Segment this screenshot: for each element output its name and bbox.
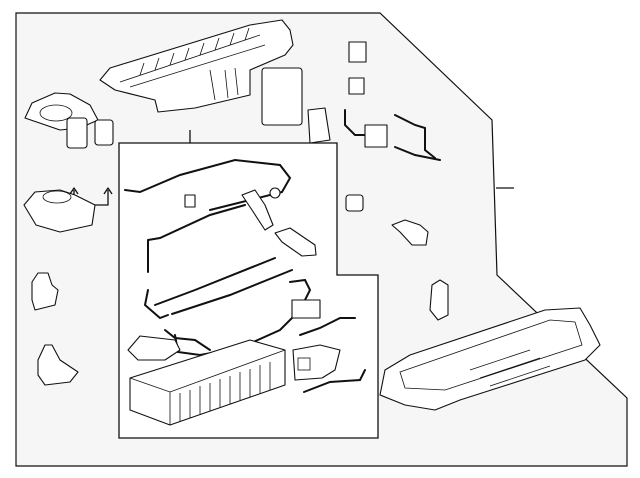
cable-right xyxy=(394,146,441,161)
bracket-mount xyxy=(429,279,449,321)
blower-fan xyxy=(23,189,96,233)
harness-third xyxy=(174,278,312,357)
clip-2 xyxy=(348,77,365,95)
harness-fourth xyxy=(299,317,356,336)
bracket-lower-left xyxy=(37,344,79,386)
vent-hose xyxy=(143,289,169,320)
bracket-right xyxy=(391,219,429,246)
battery-module xyxy=(129,339,286,426)
bus-bar-2 xyxy=(171,269,293,315)
cable-lower xyxy=(303,369,366,393)
sensor-wire xyxy=(164,329,211,351)
seal-2 xyxy=(94,119,114,146)
seal-1 xyxy=(66,117,88,149)
battery-upper-cover xyxy=(99,19,294,113)
battery-tray xyxy=(379,307,601,411)
connector-bracket xyxy=(307,107,331,144)
connector-a xyxy=(184,194,196,208)
control-window xyxy=(297,357,311,371)
fan-duct xyxy=(127,335,181,361)
busbar-cover xyxy=(241,189,274,231)
control-unit xyxy=(292,344,341,381)
grommet xyxy=(269,187,281,199)
relay-harness xyxy=(344,109,371,136)
bracket-left xyxy=(31,272,59,311)
sensor xyxy=(345,194,364,212)
relay xyxy=(364,124,388,148)
harness-second xyxy=(147,204,246,273)
bus-bar-1 xyxy=(154,257,276,306)
clip-1 xyxy=(348,41,367,63)
battery-ecu xyxy=(261,67,303,126)
junction-block xyxy=(291,299,321,319)
cable-upper-right xyxy=(394,114,436,159)
terminal-plate xyxy=(274,227,317,257)
